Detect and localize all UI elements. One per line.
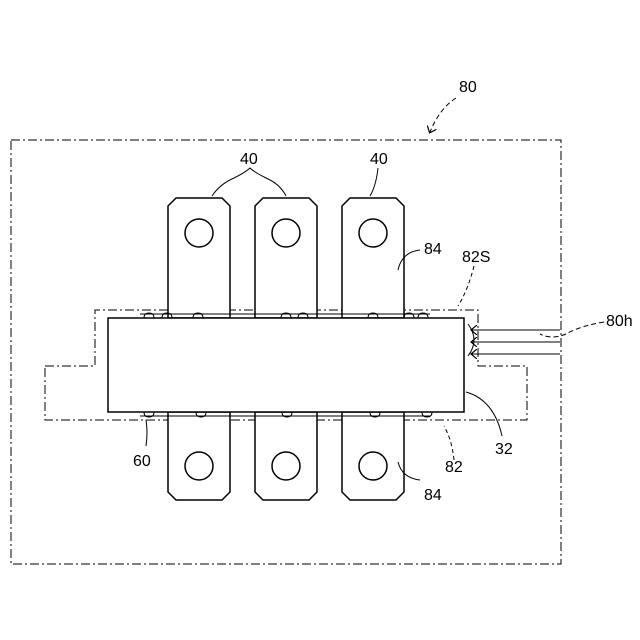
terminal-upper-3 [342, 198, 404, 318]
label-40-right: 40 [370, 151, 388, 168]
label-80h: 80h [606, 313, 633, 330]
label-84-upper: 84 [424, 241, 442, 258]
label-32: 32 [495, 441, 513, 458]
label-84-lower: 84 [424, 487, 442, 504]
flow-arrows [468, 324, 560, 356]
central-body [108, 318, 464, 412]
label-80: 80 [459, 79, 477, 96]
terminal-upper-1 [168, 198, 230, 318]
label-60: 60 [133, 453, 151, 470]
terminal-lower-2 [255, 412, 317, 500]
terminal-lower-1 [168, 412, 230, 500]
label-82S: 82S [462, 249, 490, 266]
terminal-lower-3 [342, 412, 404, 500]
label-82: 82 [445, 459, 463, 476]
label-40-left: 40 [240, 151, 258, 168]
terminal-upper-2 [255, 198, 317, 318]
